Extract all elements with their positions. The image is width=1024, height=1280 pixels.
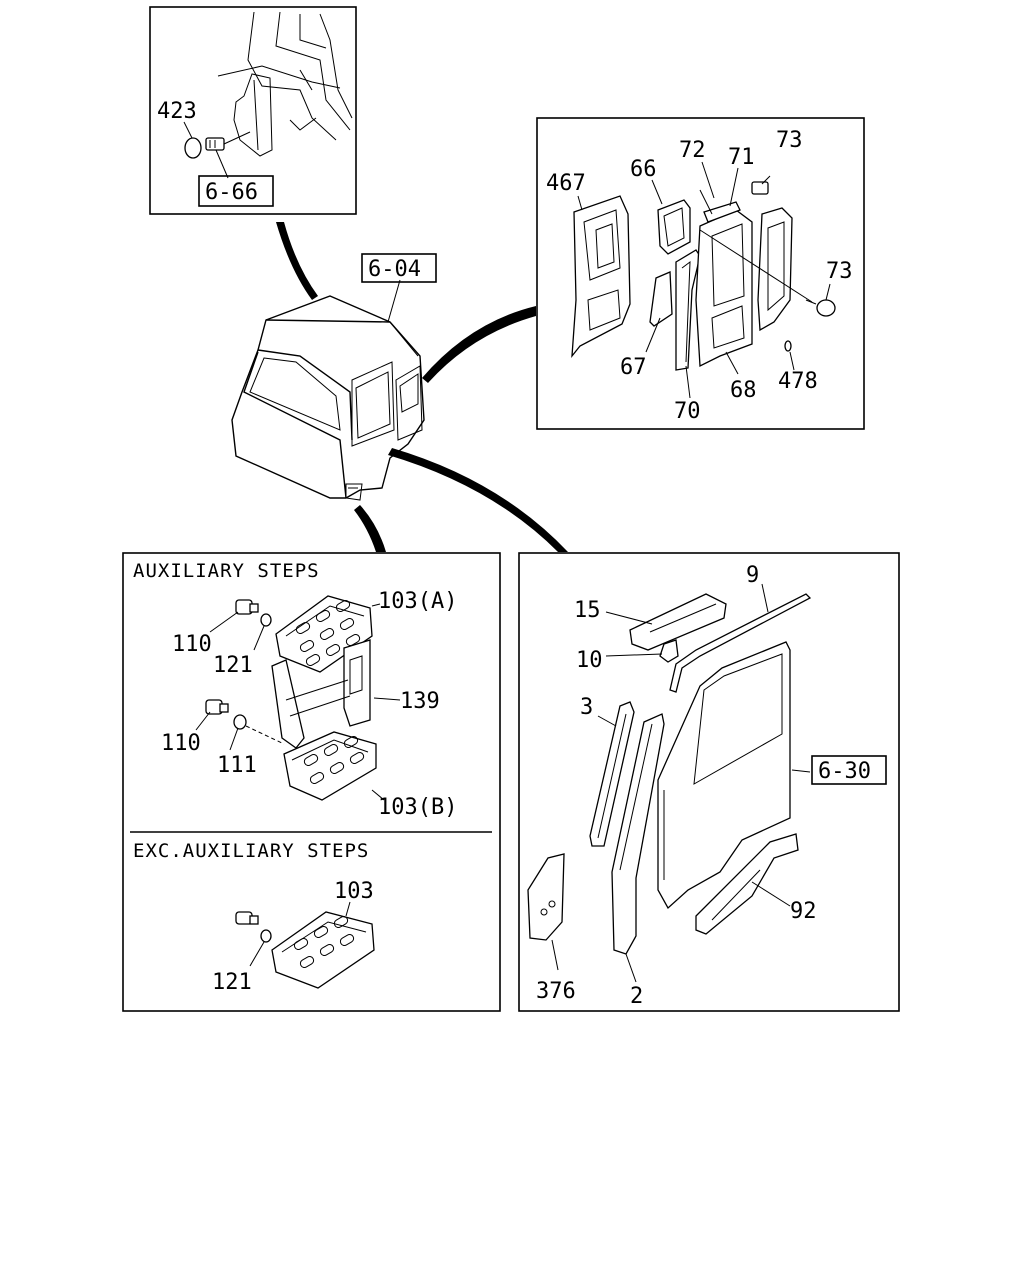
label-15: 15	[574, 598, 601, 623]
ref-box-6-66	[198, 175, 274, 207]
label-376: 376	[536, 979, 576, 1004]
panel-467-drawing	[571, 195, 631, 359]
ref-6-04: 6-04	[368, 257, 421, 282]
step-103b-drawing	[283, 731, 377, 801]
clip-icon	[205, 131, 251, 151]
bolt-73-bottom-icon	[805, 283, 836, 317]
label-10: 10	[576, 648, 603, 673]
label-139: 139	[400, 689, 440, 714]
nut-111-icon	[233, 714, 247, 730]
right-inset: 467 66 72 71 73 73 67 68 70 478	[536, 117, 865, 430]
seal-9-drawing	[669, 593, 812, 693]
panel-right-drawing	[757, 207, 793, 332]
bolt-73-top-icon	[751, 175, 771, 195]
ref-6-66: 6-66	[205, 180, 258, 205]
label-478: 478	[778, 369, 818, 394]
cab-body-drawing	[231, 295, 425, 501]
label-9: 9	[746, 563, 759, 588]
label-110-top: 110	[172, 632, 212, 657]
ref-box-6-30	[811, 755, 887, 785]
callout-connectors	[276, 222, 568, 552]
label-92: 92	[790, 899, 817, 924]
label-111: 111	[217, 753, 257, 778]
label-70: 70	[674, 399, 701, 424]
door-panel: 9 15 10 3 6-30 92 376 2	[518, 552, 900, 1012]
top-inset: 423 6-66	[149, 6, 357, 215]
panel-67-drawing	[649, 271, 673, 327]
aux-header: AUXILIARY STEPS	[133, 560, 320, 582]
step-103-drawing	[271, 911, 375, 989]
label-110-mid: 110	[161, 731, 201, 756]
grommet-478-icon	[784, 340, 792, 352]
strip-71-drawing	[703, 201, 741, 223]
label-103a: 103(A)	[378, 589, 457, 614]
label-67: 67	[620, 355, 647, 380]
bolt-dashline	[699, 229, 813, 303]
label-121-exc: 121	[212, 970, 252, 995]
bracket-376-drawing	[527, 853, 565, 941]
label-103: 103	[334, 879, 374, 904]
exc-header: EXC.AUXILIARY STEPS	[133, 840, 369, 862]
rail-15-drawing	[629, 593, 727, 651]
ref-box-6-04	[361, 253, 437, 283]
dash-line	[245, 725, 285, 745]
bolt-110-mid-icon	[205, 699, 229, 715]
label-68: 68	[730, 378, 757, 403]
bolt-110-top-icon	[235, 599, 259, 615]
pillar-70-drawing	[675, 249, 701, 371]
cab-corner-drawing	[217, 11, 353, 157]
label-72: 72	[679, 138, 706, 163]
label-3: 3	[580, 695, 593, 720]
label-121-top: 121	[213, 653, 253, 678]
washer-121-top-icon	[260, 613, 272, 627]
panel-68-drawing	[695, 209, 753, 368]
bracket-139-drawing	[271, 639, 371, 749]
label-103b: 103(B)	[378, 795, 457, 820]
label-73-bottom: 73	[826, 259, 853, 284]
pillar-2-drawing	[611, 713, 665, 955]
strip-72-drawing	[699, 189, 713, 215]
label-71: 71	[728, 145, 755, 170]
step-103a-drawing	[275, 595, 373, 673]
label-2: 2	[630, 984, 643, 1009]
label-66: 66	[630, 157, 657, 182]
aux-steps-panel: AUXILIARY STEPS	[122, 552, 501, 1012]
label-467: 467	[546, 171, 586, 196]
bolt-exc-icon	[235, 911, 259, 925]
door-drawing	[657, 641, 791, 910]
grommet-icon	[184, 137, 202, 159]
label-73-top: 73	[776, 128, 803, 153]
label-423: 423	[157, 99, 197, 124]
ref-6-30: 6-30	[818, 759, 871, 784]
panel-66-drawing	[657, 199, 691, 255]
washer-121-exc-icon	[260, 929, 272, 943]
